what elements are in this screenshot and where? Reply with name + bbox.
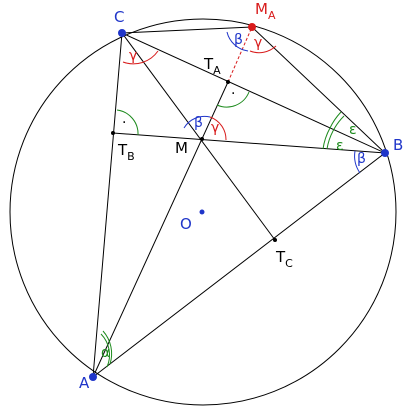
angle-beta-arc-ma <box>226 31 249 52</box>
right-angle-dot-tb: · <box>122 115 126 131</box>
label-b: B <box>393 136 403 154</box>
point-c <box>118 29 126 37</box>
angle-epsilon-arc-b1 <box>326 130 334 150</box>
point-tb <box>111 131 115 135</box>
angle-label-gamma-ma: γ <box>254 35 262 51</box>
angle-epsilon-arc-b4 <box>329 111 342 129</box>
angle-epsilon-arc-b2 <box>322 127 331 150</box>
angle-alpha-arc-1 <box>100 333 111 368</box>
chord-ma-b <box>251 26 386 154</box>
label-a: A <box>79 374 90 392</box>
triangle-abc <box>92 32 386 379</box>
label-tb: TB <box>117 141 135 163</box>
point-ma <box>248 23 256 31</box>
angle-label-gamma-c: γ <box>129 48 137 64</box>
extension-to-ma <box>227 26 253 83</box>
angle-label-beta-b: β <box>357 151 366 167</box>
point-b <box>381 149 389 157</box>
point-a <box>89 373 97 381</box>
angle-label-alpha: α <box>101 345 110 361</box>
label-ta: TA <box>203 55 221 77</box>
angle-label-gamma-m: γ <box>211 120 219 136</box>
point-tc <box>273 238 277 242</box>
angle-alpha-arc-2 <box>102 330 113 365</box>
angle-beta-arc-b <box>354 150 361 174</box>
angle-gamma-arc-ma <box>249 45 277 54</box>
label-o: O <box>180 215 192 233</box>
point-m <box>200 137 204 141</box>
altitude-from-a <box>92 81 229 378</box>
right-angle-arc-ta <box>216 91 250 108</box>
angle-label-epsilon-1: ε <box>336 138 344 154</box>
label-m: M <box>175 139 188 157</box>
angle-gamma-arc-m <box>209 116 227 141</box>
angle-label-beta-ma: β <box>234 32 243 48</box>
label-ma: MA <box>255 0 276 22</box>
angle-label-beta-m: β <box>194 115 203 131</box>
altitude-from-c <box>121 32 276 241</box>
circumcircle <box>9 18 397 406</box>
right-angle-dot-ta: · <box>231 86 235 102</box>
point-ta <box>226 80 230 84</box>
angle-beta-arc-m <box>183 115 211 129</box>
angle-epsilon-arc-b3 <box>332 115 345 132</box>
chord-c-ma <box>121 26 253 34</box>
point-o <box>199 209 205 215</box>
angle-label-epsilon-2: ε <box>349 122 357 138</box>
angle-gamma-arc-c <box>122 50 159 65</box>
label-c: C <box>114 8 124 26</box>
right-angle-arc-tb <box>116 109 139 136</box>
altitude-from-b <box>112 132 386 154</box>
label-tc: TC <box>275 248 293 270</box>
